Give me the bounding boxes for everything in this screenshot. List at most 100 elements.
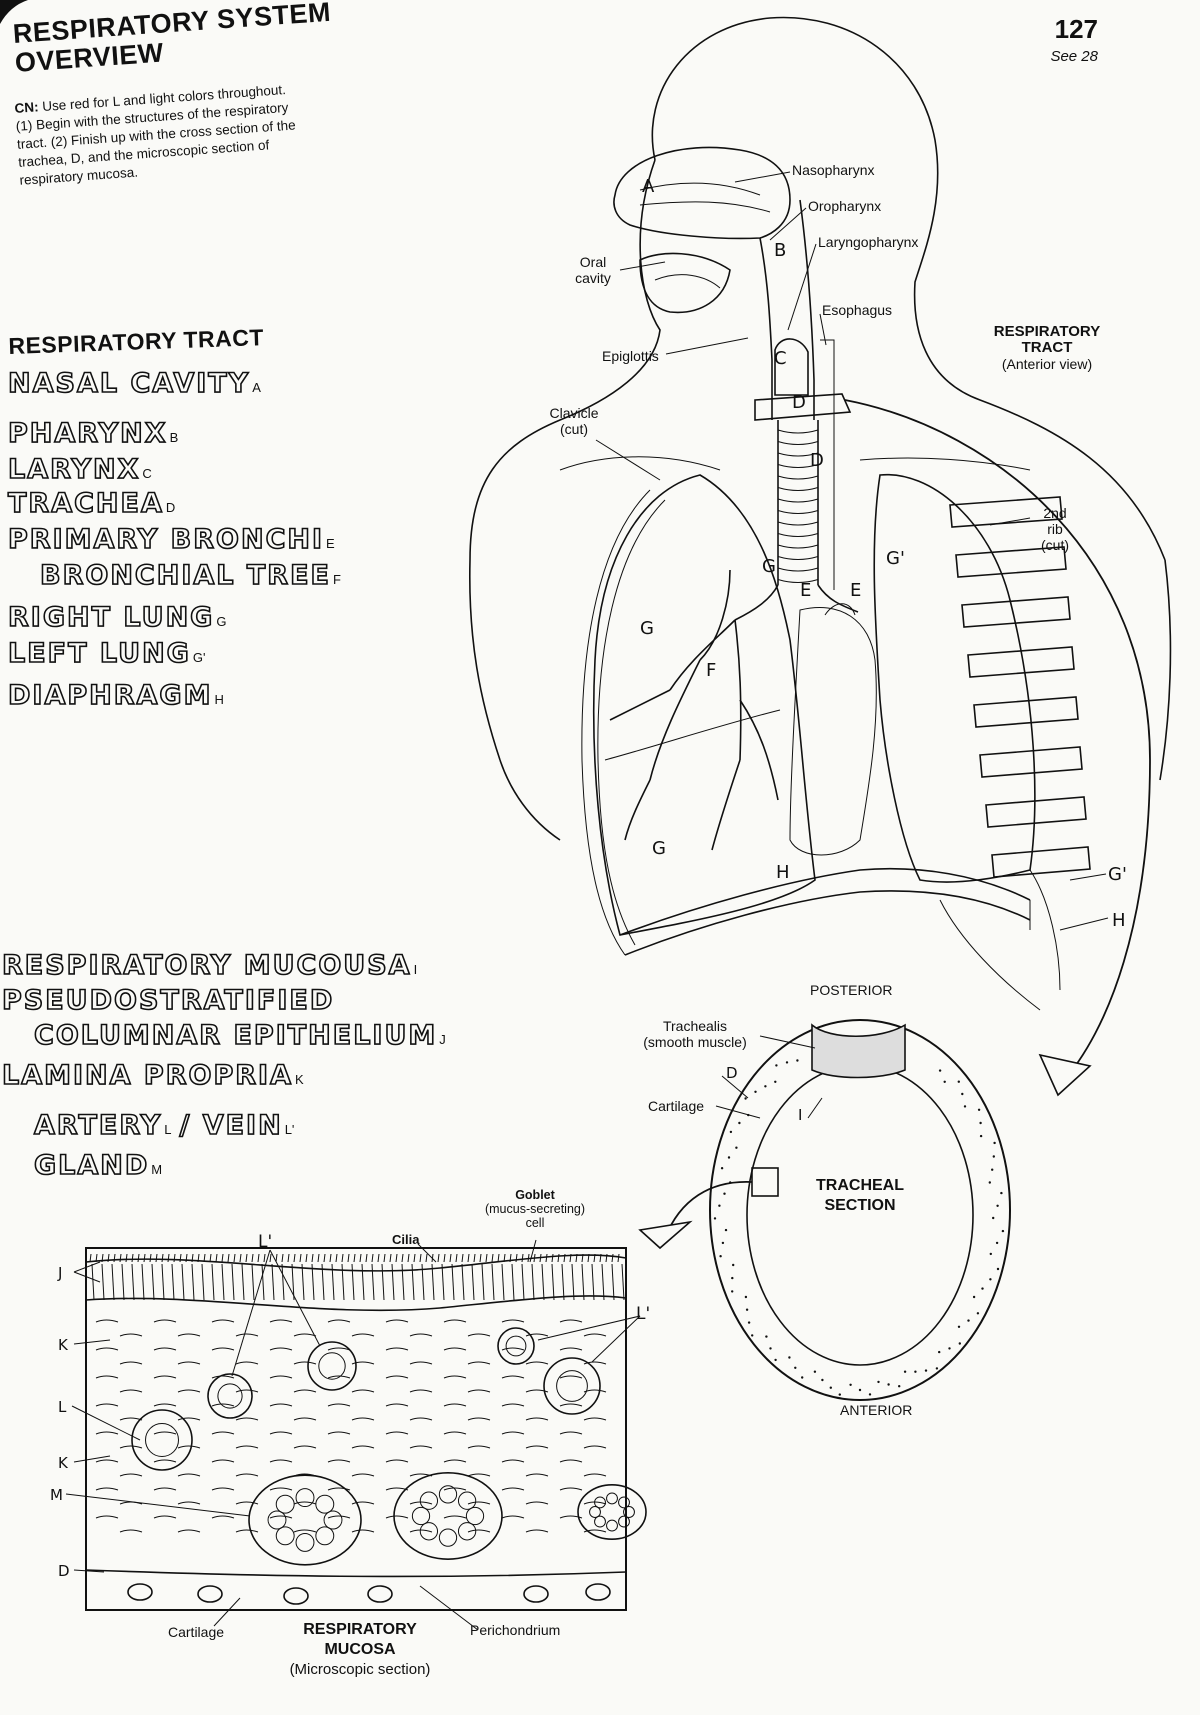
letter-mucosa-K2: K	[58, 1454, 68, 1472]
leader-oropharynx	[769, 207, 807, 241]
cartilage-stipple	[821, 1378, 824, 1382]
cartilage-stipple	[754, 1090, 757, 1094]
cilium	[341, 1253, 344, 1263]
lamina-fibre	[559, 1319, 583, 1323]
cilium	[521, 1253, 524, 1263]
cartilage-stipple	[720, 1167, 724, 1170]
cartilage-stipple	[993, 1141, 996, 1145]
lamina-fibre	[443, 1319, 467, 1323]
label-epiglottis: Epiglottis	[602, 348, 659, 364]
cilium	[593, 1253, 596, 1263]
epithelial-cell-line	[601, 1263, 605, 1301]
tract-item-sub: F	[332, 572, 341, 587]
mucosa-item-sub: K	[294, 1072, 304, 1087]
label-oral-cavity-line2: cavity	[575, 270, 611, 286]
leader-Gp	[1069, 873, 1107, 881]
letter-E1: E	[800, 580, 812, 601]
lamina-fibre	[293, 1501, 317, 1505]
cilium	[155, 1253, 158, 1263]
leader-J-1	[73, 1261, 101, 1273]
cartilage-stipple	[731, 1290, 734, 1293]
leader-laryngopharynx	[787, 243, 817, 331]
cartilage-stipple	[996, 1267, 1000, 1271]
letter-mucosa-D: D	[58, 1562, 70, 1580]
gland-acinus	[315, 1494, 335, 1514]
leader-K1	[73, 1339, 111, 1345]
lamina-fibre	[211, 1319, 235, 1323]
lamina-fibre	[559, 1347, 583, 1351]
perichondrium-line	[85, 1569, 627, 1578]
tract-item-name: BRONCHIAL TREE	[39, 559, 331, 592]
cilium	[209, 1253, 212, 1263]
cilium	[551, 1253, 554, 1263]
letter-E2: E	[850, 580, 862, 601]
lamina-fibre	[501, 1515, 525, 1519]
lamina-fibre	[153, 1515, 177, 1519]
gland-acinus	[275, 1494, 295, 1514]
aortic-arch	[824, 603, 856, 616]
lamina-fibre	[293, 1389, 317, 1393]
cartilage-stipple	[877, 1380, 880, 1384]
lamina-fibre	[177, 1389, 201, 1393]
label-oral-cavity-line1: Oral	[579, 254, 607, 270]
bronchial-branch-4	[739, 699, 779, 801]
epithelial-cell-line	[381, 1263, 385, 1301]
mucosa-item-pseudostratified: PSEUDOSTRATIFIED	[1, 984, 334, 1017]
lamina-fibre	[293, 1361, 317, 1365]
page-corner-shadow	[0, 0, 28, 24]
cartilage-stipple	[957, 1325, 961, 1329]
cilium	[107, 1253, 110, 1263]
epithelial-cell-line	[501, 1263, 505, 1301]
letter-mucosa-Lp1: L'	[258, 1232, 273, 1252]
lamina-fibre	[525, 1473, 549, 1477]
body-outline-left-lower	[499, 759, 561, 841]
cartilage-stipple	[938, 1069, 942, 1072]
lamina-fibre	[443, 1403, 467, 1407]
lamina-fibre	[211, 1347, 235, 1351]
cilium	[377, 1253, 380, 1263]
tract-item-sub: B	[169, 430, 179, 445]
body-outline-right	[651, 16, 1166, 561]
rib-cut	[949, 496, 1063, 528]
cilium	[131, 1253, 134, 1263]
lamina-fibre	[119, 1417, 143, 1421]
leader-trachealis	[759, 1035, 816, 1049]
nasal-concha-1	[639, 182, 761, 196]
cilium	[89, 1253, 92, 1263]
cartilage-stipple	[868, 1393, 872, 1396]
lamina-fibre	[293, 1529, 317, 1533]
letter-Gp1: G'	[886, 548, 905, 569]
cilium	[299, 1253, 302, 1263]
cilium	[185, 1253, 188, 1263]
tract-item-sub: H	[214, 692, 224, 707]
cartilage-stipple	[924, 1369, 928, 1372]
lamina-fibre	[153, 1403, 177, 1407]
epithelial-cell-line	[521, 1263, 525, 1301]
epithelial-cell-line	[251, 1263, 255, 1301]
epithelial-cell-line	[391, 1263, 395, 1301]
cilium	[293, 1253, 296, 1263]
epithelial-cell-line	[171, 1263, 175, 1301]
cartilage-stipple	[724, 1228, 728, 1232]
cartilage-stipple	[943, 1080, 946, 1084]
vessel-3	[497, 1327, 535, 1365]
leader-tracheal-I	[807, 1097, 823, 1119]
tract-caption-line3: (Anterior view)	[1001, 356, 1093, 372]
cartilage-stipple	[729, 1130, 733, 1134]
gland-acinus	[295, 1488, 315, 1508]
gland-acinus	[623, 1506, 635, 1518]
cilium	[113, 1253, 116, 1263]
cartilage-stipple	[989, 1278, 992, 1281]
lamina-fibre	[119, 1473, 143, 1477]
leader-nasopharynx	[734, 171, 791, 183]
lamina-fibre	[269, 1319, 293, 1323]
cilium	[587, 1253, 590, 1263]
section-sample-box	[751, 1167, 779, 1197]
tract-item-name: RIGHT LUNG	[7, 601, 215, 634]
gland-2	[393, 1472, 503, 1561]
